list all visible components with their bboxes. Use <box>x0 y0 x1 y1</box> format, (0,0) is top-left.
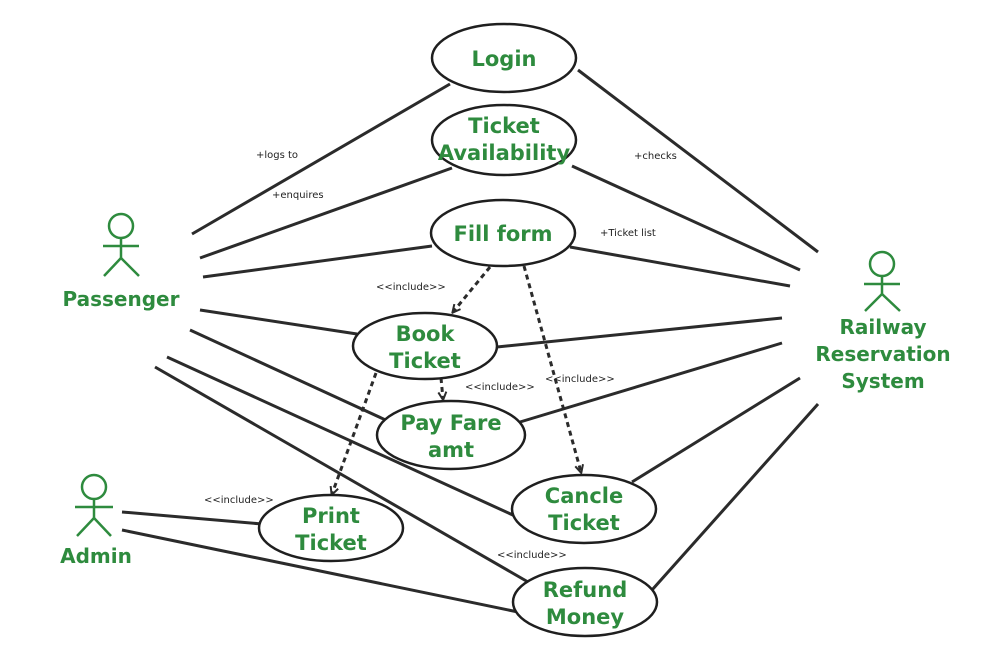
assoc-system-book <box>496 316 783 349</box>
use-case-cancel-label-2: Ticket <box>548 511 620 535</box>
label-include-pay: <<include>> <box>465 382 535 393</box>
actor-railway-reservation-system[interactable]: Railway Reservation System <box>815 250 951 393</box>
label-include-refund: <<include>> <box>497 550 567 561</box>
assoc-system-fillform <box>569 245 791 288</box>
use-case-login[interactable]: Login <box>430 22 578 94</box>
use-case-pay-fare[interactable]: Pay Fare amt <box>375 399 527 471</box>
label-include-print: <<include>> <box>204 495 274 506</box>
use-case-pay-label-1: Pay Fare <box>400 411 501 435</box>
use-case-cancel-ticket[interactable]: Cancle Ticket <box>510 473 658 545</box>
use-case-ticket-availability[interactable]: Ticket Availability <box>430 103 578 177</box>
stick-figure-icon <box>75 473 113 537</box>
assoc-passenger-cancel <box>166 355 516 518</box>
assoc-passenger-refund <box>154 365 536 588</box>
assoc-system-availability <box>571 164 801 272</box>
assoc-passenger-availability <box>199 166 453 260</box>
actor-system-label-1: Railway <box>839 315 926 339</box>
label-include-cancel: <<include>> <box>545 374 615 385</box>
include-fillform-cancel <box>522 265 581 472</box>
actor-passenger[interactable]: Passenger <box>63 212 180 311</box>
assoc-passenger-fillform <box>202 244 433 279</box>
assoc-admin-refund <box>121 528 519 614</box>
label-include-book: <<include>> <box>376 282 446 293</box>
use-case-availability-label-2: Availability <box>438 141 571 165</box>
include-fillform-book <box>453 266 492 312</box>
use-case-print-label-1: Print <box>302 504 360 528</box>
label-logs-to: +logs to <box>256 150 298 161</box>
assoc-passenger-pay <box>189 328 391 424</box>
assoc-system-login <box>577 68 819 254</box>
include-book-pay <box>441 377 443 399</box>
actor-system-label-2: Reservation <box>815 342 950 366</box>
actor-admin-label: Admin <box>60 544 132 568</box>
use-case-login-label: Login <box>472 47 537 71</box>
use-case-cancel-label-1: Cancle <box>545 484 623 508</box>
label-checks: +checks <box>634 151 677 162</box>
label-ticket-list: +Ticket list <box>600 228 656 239</box>
assoc-admin-print <box>121 510 263 526</box>
use-case-refund-label-2: Money <box>546 605 625 629</box>
actor-system-label-3: System <box>841 369 924 393</box>
use-case-availability-label-1: Ticket <box>468 114 540 138</box>
use-case-fill-form-label: Fill form <box>453 222 552 246</box>
use-case-print-ticket[interactable]: Print Ticket <box>257 493 405 563</box>
actor-admin[interactable]: Admin <box>60 473 132 568</box>
use-case-pay-label-2: amt <box>428 438 474 462</box>
assoc-passenger-login <box>191 82 451 236</box>
stick-figure-icon <box>103 212 140 277</box>
use-case-book-label-2: Ticket <box>389 349 461 373</box>
include-book-print <box>332 372 378 494</box>
stick-figure-icon <box>864 250 901 312</box>
use-case-print-label-2: Ticket <box>295 531 367 555</box>
use-case-refund-money[interactable]: Refund Money <box>511 566 659 638</box>
use-case-book-ticket[interactable]: Book Ticket <box>351 311 499 381</box>
assoc-passenger-book <box>199 308 358 336</box>
assoc-system-refund <box>650 403 820 591</box>
assoc-system-cancel <box>631 376 801 484</box>
use-case-refund-label-1: Refund <box>543 578 627 602</box>
actor-passenger-label: Passenger <box>63 287 180 311</box>
use-case-fill-form[interactable]: Fill form <box>429 198 577 268</box>
label-enquires: +enquires <box>272 190 324 201</box>
use-case-book-label-1: Book <box>396 322 456 346</box>
